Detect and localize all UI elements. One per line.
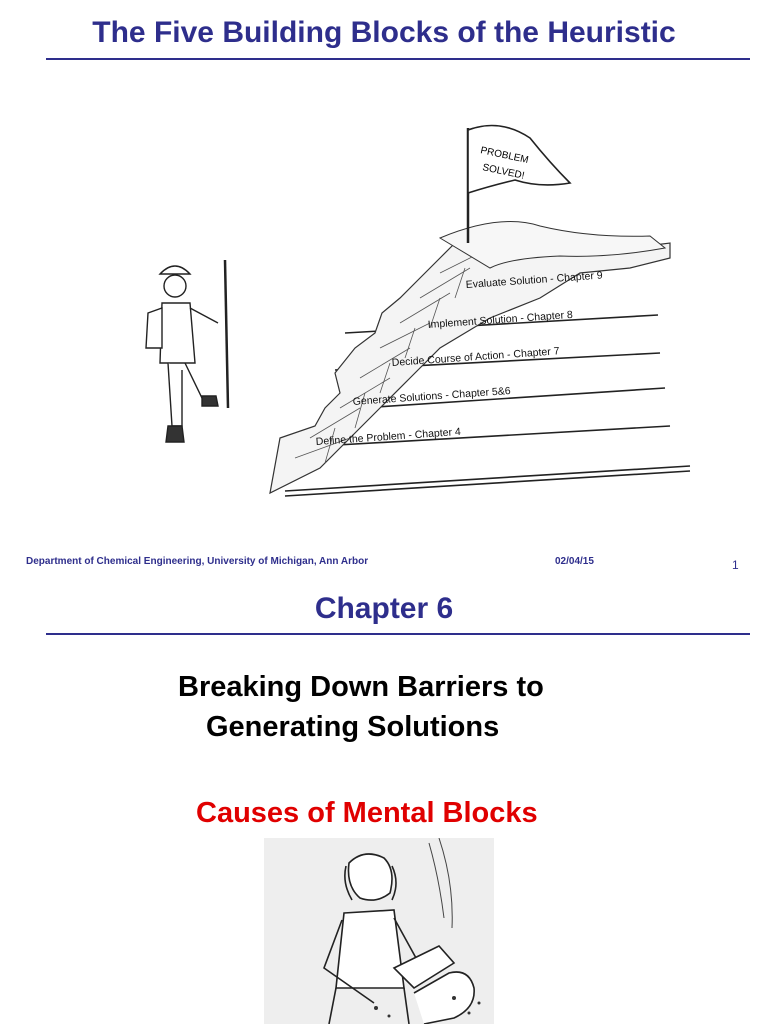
staircase-illustration: PROBLEM SOLVED! Evaluate Solution - Chap…: [145, 124, 691, 497]
title-underline: [46, 58, 750, 60]
chapter-underline: [46, 633, 750, 635]
hammer-illustration: [264, 838, 494, 1024]
hiker-figure: [145, 259, 230, 443]
page-number: 1: [732, 558, 739, 572]
footer-department: Department of Chemical Engineering, Univ…: [26, 556, 369, 567]
footer-date: 02/04/15: [555, 556, 594, 567]
slide-title: The Five Building Blocks of the Heuristi…: [92, 16, 676, 49]
mental-blocks-heading: Causes of Mental Blocks: [196, 797, 538, 829]
chapter-title: Chapter 6: [314, 592, 454, 625]
subtitle-line2: Generating Solutions: [206, 711, 500, 743]
flag-icon: [467, 124, 572, 195]
subtitle-line1: Breaking Down Barriers to: [178, 671, 544, 703]
